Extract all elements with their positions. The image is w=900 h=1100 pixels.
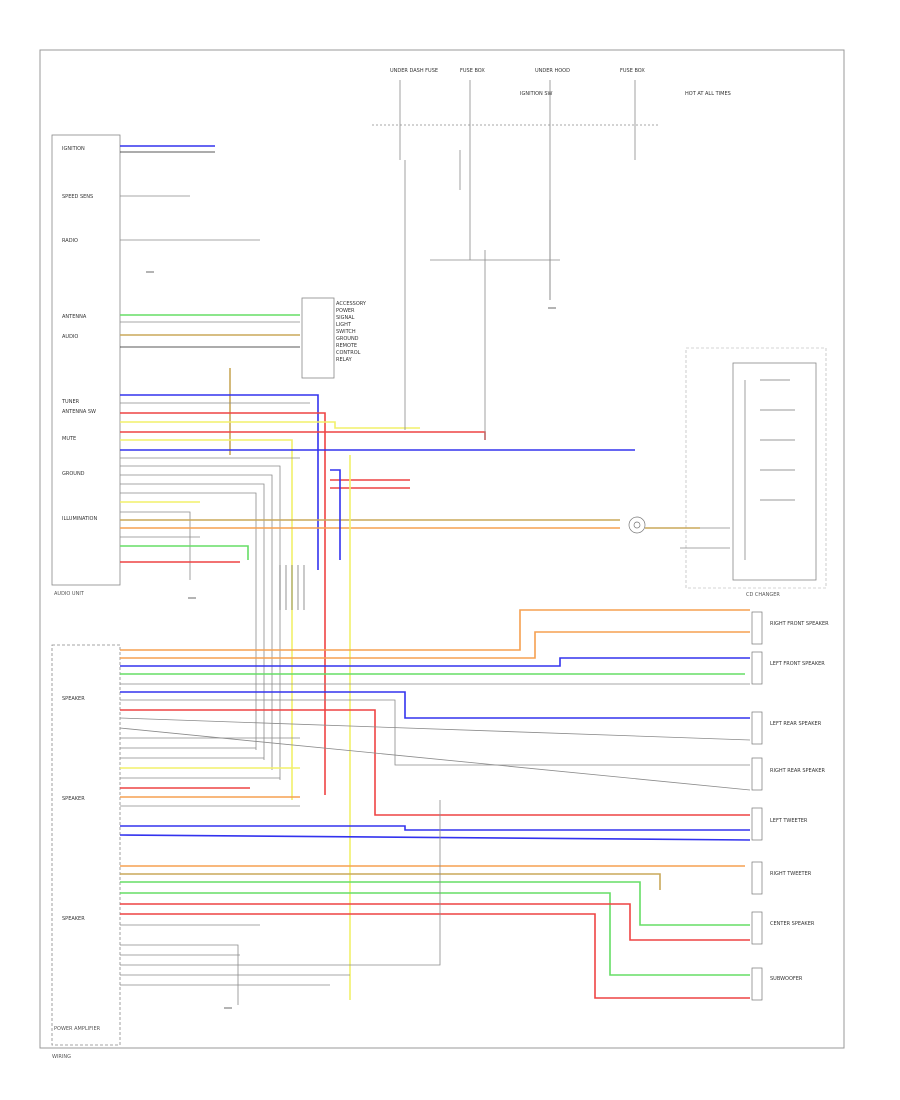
speaker-label-7: SUBWOOFER xyxy=(770,976,803,982)
left-label-5: TUNER xyxy=(61,399,80,405)
wire-red-39 xyxy=(120,709,750,816)
wires xyxy=(119,145,751,1005)
wire-green-54 xyxy=(120,881,750,926)
speaker-box xyxy=(751,611,763,645)
fuse-section xyxy=(372,80,660,440)
wire-gray-41 xyxy=(119,727,751,791)
wire-blue-50 xyxy=(120,825,750,831)
wire-blue-37 xyxy=(120,691,750,719)
audio-unit-label: AUDIO UNIT xyxy=(54,591,85,597)
speaker-label-5: RIGHT TWEETER xyxy=(770,871,812,877)
cd-changer-internal xyxy=(628,379,795,560)
cd-changer-box xyxy=(732,362,817,581)
left-label-11: SPEAKER xyxy=(62,796,85,802)
cd-changer-outer-box xyxy=(685,347,827,589)
mid-label-7: CONTROL xyxy=(336,350,361,356)
wire-yellow-14 xyxy=(120,439,293,800)
top-label-2: UNDER HOOD xyxy=(535,68,570,74)
top-label-3: FUSE BOX xyxy=(620,68,645,74)
top-labels: UNDER DASH FUSE FUSE BOX UNDER HOOD FUSE BO… xyxy=(390,68,731,97)
speaker-box xyxy=(751,861,763,895)
power-amplifier-box xyxy=(51,644,121,1046)
speaker-connectors xyxy=(751,611,763,1001)
speaker-label-2: LEFT REAR SPEAKER xyxy=(770,721,822,727)
audio-unit-box xyxy=(51,134,121,586)
diagram-frame xyxy=(39,49,845,1049)
speaker-label-6: CENTER SPEAKER xyxy=(770,921,815,927)
mid-label-0: ACCESSORY xyxy=(336,301,367,307)
speaker-label-1: LEFT FRONT SPEAKER xyxy=(770,661,825,667)
ground-symbols xyxy=(146,271,556,1009)
speaker-label-4: LEFT TWEETER xyxy=(770,818,808,824)
speaker-box xyxy=(751,757,763,791)
speaker-label-3: RIGHT REAR SPEAKER xyxy=(770,768,826,774)
wire-blue-51 xyxy=(119,834,751,841)
left-label-10: SPEAKER xyxy=(62,696,85,702)
footer-code: WIRING xyxy=(52,1054,71,1060)
wire-gray-17 xyxy=(120,465,281,780)
power-amplifier-label: POWER AMPLIFIER xyxy=(54,1026,101,1032)
wire-blue-30 xyxy=(330,469,341,560)
left-label-6: ANTENNA SW xyxy=(62,409,96,415)
mid-label-1: POWER xyxy=(336,308,355,314)
connector-marks xyxy=(279,565,305,610)
wire-red-57 xyxy=(120,913,750,999)
top-label-0: UNDER DASH FUSE xyxy=(390,68,438,74)
wire-green-55 xyxy=(120,892,750,976)
wire-gray-40 xyxy=(119,717,751,741)
mid-labels: ACCESSORYPOWERSIGNALLIGHTSWITCHGROUNDREM… xyxy=(336,301,367,363)
speaker-box xyxy=(751,911,763,945)
left-label-1: SPEED SENS xyxy=(62,194,93,200)
left-label-7: MUTE xyxy=(62,436,76,442)
wire-orange-32 xyxy=(120,609,750,651)
mid-label-2: SIGNAL xyxy=(336,315,355,321)
wire-green-26 xyxy=(120,545,249,560)
mid-label-3: LIGHT xyxy=(336,322,352,328)
mid-label-6: REMOTE xyxy=(336,343,357,349)
wire-gray-18 xyxy=(120,474,273,770)
left-label-3: ANTENNA xyxy=(62,314,87,320)
left-label-2: RADIO xyxy=(62,238,78,244)
mid-label-5: GROUND xyxy=(336,336,359,342)
speaker-label-0: RIGHT FRONT SPEAKER xyxy=(770,621,829,627)
right-labels: RIGHT FRONT SPEAKER LEFT FRONT SPEAKER LEF… xyxy=(770,621,829,982)
left-label-9: ILLUMINATION xyxy=(62,516,97,522)
wire-red-11 xyxy=(120,412,326,795)
wire-gray-22 xyxy=(120,511,191,580)
speaker-box xyxy=(751,651,763,685)
left-label-8: GROUND xyxy=(62,471,85,477)
speaker-box xyxy=(751,711,763,745)
wire-orange-33 xyxy=(120,631,750,659)
wire-blue-9 xyxy=(120,394,319,570)
speaker-box xyxy=(751,807,763,841)
wire-gray-19 xyxy=(120,483,265,760)
top-label-4: IGNITION SW xyxy=(520,91,553,97)
left-label-0: IGNITION xyxy=(62,146,85,152)
top-label-1: FUSE BOX xyxy=(460,68,485,74)
left-labels: IGNITION SPEED SENS RADIO ANTENNA AUDIO TUNER… xyxy=(61,146,97,922)
wire-tan-53 xyxy=(120,873,661,890)
top-label-5: HOT AT ALL TIMES xyxy=(685,91,731,97)
wire-gray-20 xyxy=(120,492,257,750)
wire-yellow-12 xyxy=(120,421,420,429)
wire-gray-61 xyxy=(120,800,441,966)
wire-red-56 xyxy=(120,903,750,941)
mid-label-8: RELAY xyxy=(336,357,353,363)
left-label-4: AUDIO xyxy=(62,334,78,340)
wire-gray-38 xyxy=(120,699,750,766)
relay-box xyxy=(301,297,335,379)
wire-blue-34 xyxy=(120,657,750,667)
wire-red-13 xyxy=(120,431,486,440)
mid-label-4: SWITCH xyxy=(336,329,356,335)
cd-changer-label: CD CHANGER xyxy=(746,592,780,598)
speaker-box xyxy=(751,967,763,1001)
left-label-12: SPEAKER xyxy=(62,916,85,922)
